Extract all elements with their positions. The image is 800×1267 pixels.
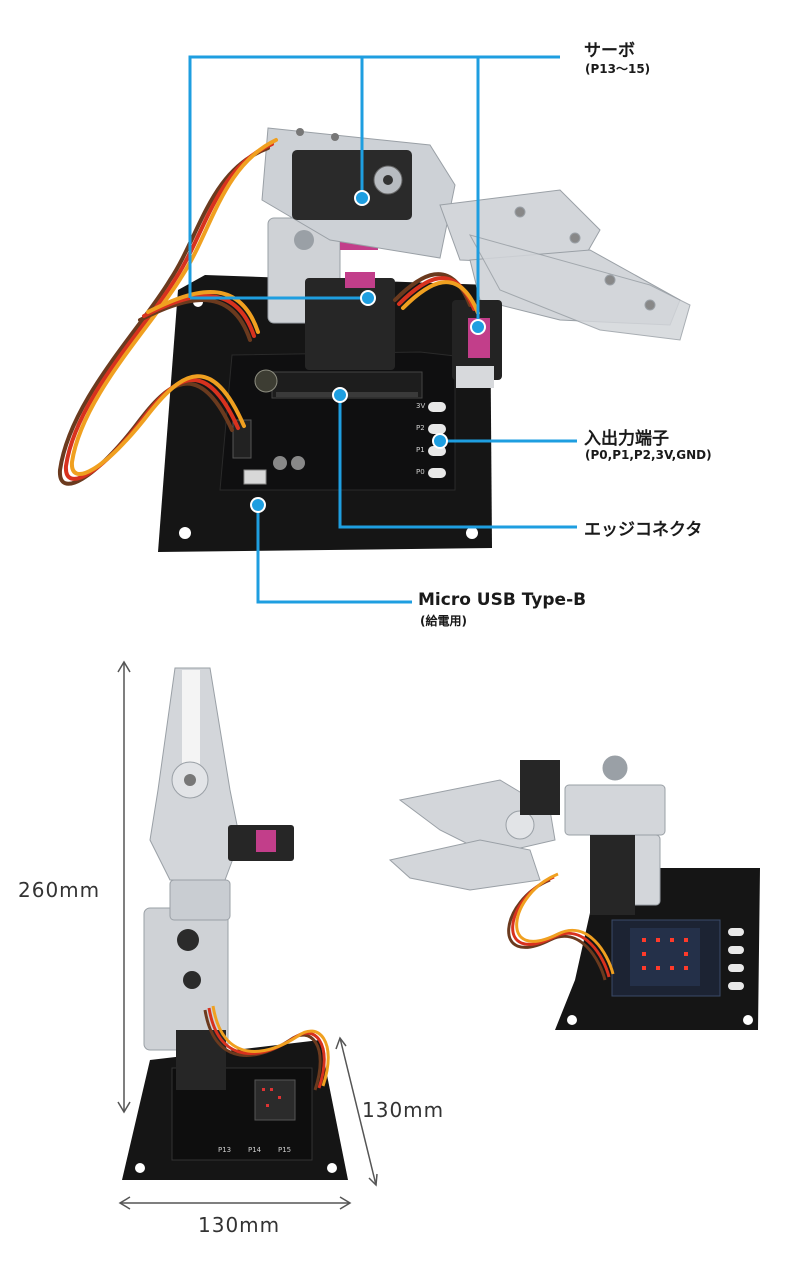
height-dimension-label: 260mm [18,878,101,902]
io-pin-labels: 3V P2 P1 P0 [416,402,425,476]
depth-dimension-arrow [335,1036,378,1187]
pin-label-p0: P0 [416,468,425,476]
micro-usb-port [243,469,267,485]
dimension-base-plate: P13 P14 P15 [122,1040,348,1180]
dimension-arm-tower [143,667,294,1090]
width-dimension-label: 130mm [198,1213,281,1237]
servo-wires [57,138,480,486]
angled-gripper-servo [520,760,560,815]
servo-port-label-p13: P13 [218,1146,231,1154]
usb-callout-sub: (給電用) [420,614,467,628]
mount-hole [179,527,191,539]
servo-callout-title: サーボ [584,41,635,61]
servo-callout-sub: (P13〜15) [585,62,651,76]
io-callout-title: 入出力端子 [584,429,669,449]
pin-label-p2: P2 [416,424,425,432]
angled-microbit [611,919,744,997]
callout-dots [250,190,486,513]
pin-label-p1: P1 [416,446,425,454]
mount-hole [466,527,478,539]
depth-dimension-label: 130mm [362,1098,445,1122]
width-dimension-arrow [118,1196,352,1210]
angled-wires [507,872,615,981]
angled-view-illustration [388,755,760,1030]
main-product-illustration: 3V P2 P1 P0 [57,55,691,604]
servo-port-label-p15: P15 [278,1146,291,1154]
dimension-servo-wires [203,1005,330,1091]
io-pin-pads [428,402,446,478]
servo-port-label-p14: P14 [248,1146,262,1154]
capacitor [254,369,278,393]
io-callout-sub: (P0,P1,P2,3V,GND) [585,448,712,462]
usb-callout-title: Micro USB Type-B [418,590,587,610]
callout-lines [188,55,577,604]
height-dimension-arrow [117,660,131,1114]
gripper-arm [439,189,691,341]
edge-connector-callout-title: エッジコネクタ [584,520,703,540]
angled-arm [388,755,666,906]
dimension-view-illustration: P13 P14 P15 [117,660,378,1210]
pin-label-3v: 3V [416,402,425,410]
circuit-board: 3V P2 P1 P0 [219,351,456,491]
